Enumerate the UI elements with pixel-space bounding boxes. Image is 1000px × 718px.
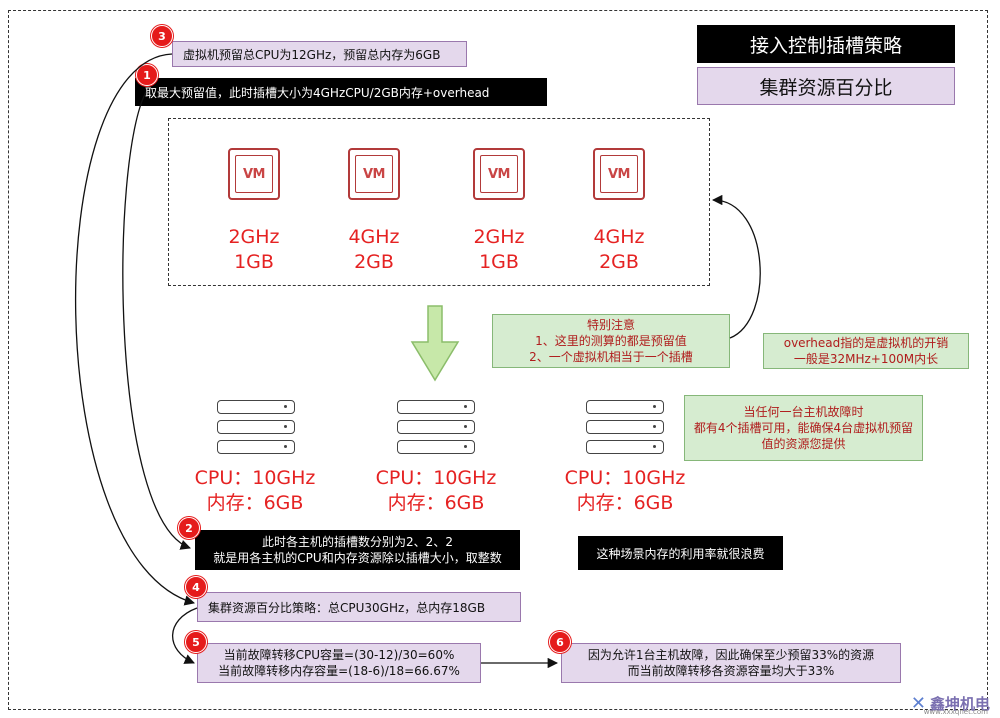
note-conclusion: 因为允许1台主机故障，因此确保至少预留33%的资源 而当前故障转移各资源容量均大… (561, 643, 901, 683)
vm-spec: 4GHz 2GB (334, 225, 414, 275)
note-overhead: overhead指的是虚拟机的开销 一般是32MHz+100M内长 (763, 333, 969, 369)
step-badge-2: 2 (178, 517, 200, 539)
vm-cpu: 4GHz (593, 226, 645, 248)
vm-item: VM (224, 148, 284, 200)
note-failover-capacity: 当前故障转移CPU容量=(30-12)/30=60% 当前故障转移内存容量=(1… (197, 643, 481, 683)
step-badge-1: 1 (136, 64, 158, 86)
vm-memory: 1GB (234, 251, 274, 273)
note-cluster-percentage: 集群资源百分比策略：总CPU30GHz，总内存18GB (197, 592, 521, 622)
vm-item: VM (344, 148, 404, 200)
connector-attention-to-vms (711, 194, 761, 339)
vm-icon: VM (348, 148, 400, 200)
vm-memory: 1GB (479, 251, 519, 273)
vm-icon: VM (593, 148, 645, 200)
note-memory-waste: 这种场景内存的利用率就很浪费 (578, 536, 783, 570)
outer-frame (8, 10, 988, 710)
down-arrow (410, 305, 460, 382)
server-icon (397, 400, 477, 458)
vm-cpu: 2GHz (228, 226, 280, 248)
vm-cpu: 2GHz (473, 226, 525, 248)
diagram-title: 接入控制插槽策略 (697, 25, 955, 63)
vm-icon: VM (228, 148, 280, 200)
host-cpu: CPU：10GHz (564, 467, 686, 489)
note-total-reservation: 虚拟机预留总CPU为12GHz，预留总内存为6GB (172, 41, 467, 67)
vm-spec: 2GHz 1GB (214, 225, 294, 275)
connector-4-to-5 (171, 607, 198, 664)
host-cpu: CPU：10GHz (375, 467, 497, 489)
diagram-subtitle: 集群资源百分比 (697, 67, 955, 105)
host-spec: CPU：10GHz 内存：6GB (555, 466, 695, 516)
host-spec: CPU：10GHz 内存：6GB (366, 466, 506, 516)
step-badge-4: 4 (185, 576, 207, 598)
step-badge-5: 5 (185, 631, 207, 653)
server-icon (217, 400, 297, 458)
note-slot-size: 取最大预留值，此时插槽大小为4GHzCPU/2GB内存+overhead (135, 78, 547, 106)
vm-memory: 2GB (599, 251, 639, 273)
server-icon (586, 400, 666, 458)
step-badge-3: 3 (151, 25, 173, 47)
vm-memory: 2GB (354, 251, 394, 273)
host-cpu: CPU：10GHz (194, 467, 316, 489)
host-spec: CPU：10GHz 内存：6GB (185, 466, 325, 516)
host-memory: 内存：6GB (206, 492, 304, 514)
vm-icon: VM (473, 148, 525, 200)
host-memory: 内存：6GB (387, 492, 485, 514)
host-memory: 内存：6GB (576, 492, 674, 514)
vm-group-frame (168, 118, 710, 286)
connector-1-to-2 (122, 91, 191, 550)
watermark-logo: ✕ 鑫坤机电 www.xxxqnet.com (910, 693, 990, 716)
note-slots-per-host: 此时各主机的插槽数分别为2、2、2 就是用各主机的CPU和内存资源除以插槽大小，… (195, 530, 520, 570)
vm-item: VM (469, 148, 529, 200)
note-host-failure: 当任何一台主机故障时 都有4个插槽可用，能确保4台虚拟机预留 值的资源您提供 (684, 395, 923, 461)
connector-3-to-4 (74, 53, 196, 606)
step-badge-6: 6 (549, 631, 571, 653)
vm-item: VM (589, 148, 649, 200)
x-logo-icon: ✕ (910, 693, 926, 714)
note-special-attention: 特别注意 1、这里的测算的都是预留值 2、一个虚拟机相当于一个插槽 (492, 314, 730, 368)
vm-cpu: 4GHz (348, 226, 400, 248)
vm-spec: 2GHz 1GB (459, 225, 539, 275)
vm-spec: 4GHz 2GB (579, 225, 659, 275)
